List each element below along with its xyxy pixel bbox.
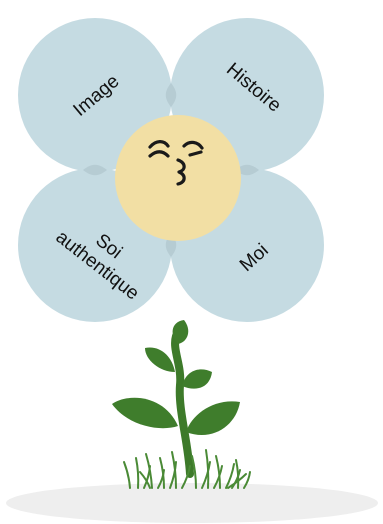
flower-center — [115, 115, 241, 241]
grass-blade — [205, 449, 210, 489]
grass-blade — [215, 455, 221, 489]
grass-blade — [235, 459, 240, 489]
grass-blade — [225, 463, 235, 489]
grass-blade — [123, 461, 131, 489]
grass-blade — [159, 457, 165, 489]
grass-blade — [181, 465, 191, 489]
grass-blade — [201, 461, 211, 489]
grass-blade — [231, 469, 241, 489]
winking-face-icon — [148, 140, 204, 186]
petal-overlap — [83, 164, 107, 176]
grass-tuft — [123, 449, 251, 489]
petal-overlap — [235, 164, 259, 176]
grass-blade — [191, 455, 197, 489]
petal-overlaps — [83, 83, 259, 257]
grass-blade — [139, 471, 151, 489]
leaf-upper-right — [182, 369, 212, 389]
grass-blade — [171, 451, 177, 489]
petal-overlap — [165, 83, 177, 107]
leaf-lower-right — [186, 401, 240, 436]
grass-blade — [227, 473, 247, 489]
grass-blade — [135, 457, 140, 489]
ground-shadow — [6, 483, 378, 523]
grass-blade — [145, 453, 153, 489]
plant-stem — [112, 320, 240, 478]
grass-blade — [169, 461, 177, 489]
leaf-upper-left — [145, 347, 175, 372]
grass-blade — [243, 471, 251, 489]
leaf-lower-left — [112, 397, 178, 429]
leaf-top — [172, 320, 189, 344]
